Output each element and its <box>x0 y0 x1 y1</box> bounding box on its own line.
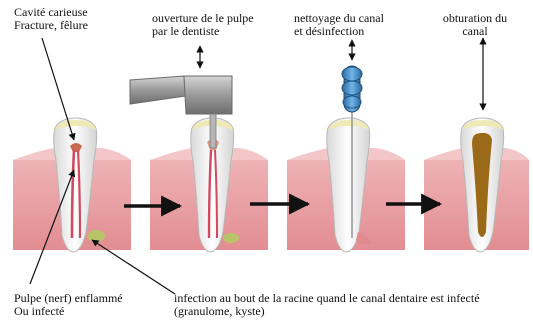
panel-3-cleaning <box>287 66 405 252</box>
process-arrows <box>124 204 440 206</box>
file-grip-top <box>342 67 362 81</box>
drill-bur <box>210 114 216 148</box>
panel-2-opening <box>130 76 268 252</box>
abscess <box>223 233 239 243</box>
drill-handle <box>130 76 186 104</box>
label-infection: infection au bout de la racine quand le … <box>174 292 480 318</box>
label-cleaning-line-2: et désinfection <box>294 25 384 38</box>
abscess <box>87 230 105 242</box>
panel-1-carious-tooth <box>13 118 131 252</box>
label-infection-line-2: (granulome, kyste) <box>174 305 480 318</box>
label-obturation: obturation du canal <box>436 12 514 38</box>
label-pulp: Pulpe (nerf) enflammé Ou infecté <box>14 292 123 318</box>
label-obturation-line-2: canal <box>436 25 514 38</box>
label-opening-line-2: par le dentiste <box>152 25 254 38</box>
panel-4-obturation <box>424 118 529 252</box>
file-grip-bottom <box>343 96 361 108</box>
drill-head <box>184 76 232 114</box>
label-cleaning: nettoyage du canal et désinfection <box>294 12 384 38</box>
label-caries: Cavité carieuse Fracture, fêlure <box>14 6 88 32</box>
label-opening: ouverture de le pulpe par le dentiste <box>152 12 254 38</box>
label-caries-line-2: Fracture, fêlure <box>14 19 88 32</box>
label-pulp-line-2: Ou infecté <box>14 305 123 318</box>
file-grip-middle <box>342 81 362 95</box>
